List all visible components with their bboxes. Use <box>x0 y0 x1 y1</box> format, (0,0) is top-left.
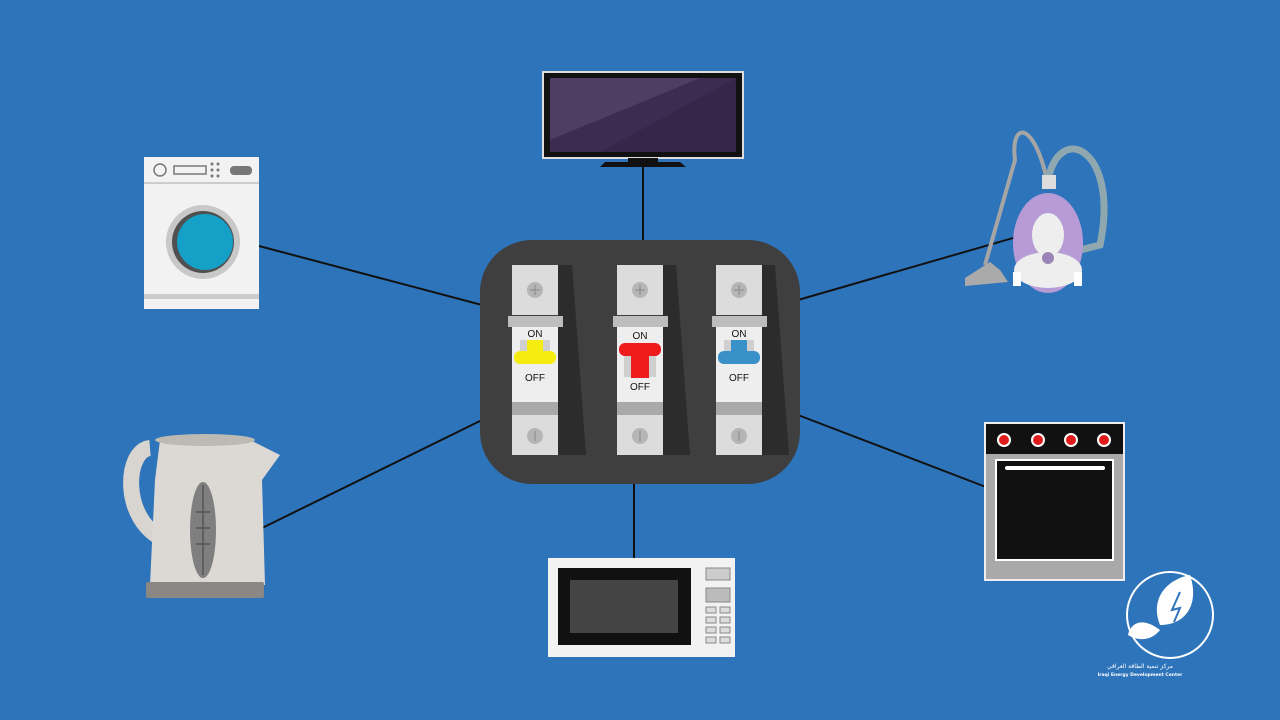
breaker-toggle-yellow[interactable] <box>514 340 556 364</box>
connection-wires <box>257 166 1021 560</box>
off-label: OFF <box>729 373 749 384</box>
off-label: OFF <box>630 382 650 393</box>
wire-oven <box>797 414 987 488</box>
wire-washing-machine <box>258 245 483 306</box>
logo-english-name: Iraqi Energy Development Center <box>1098 672 1184 678</box>
logo-arabic-name: مركز تنمية الطاقة العراقي <box>1107 663 1173 670</box>
on-label: ON <box>633 331 648 342</box>
oven-icon <box>984 422 1125 581</box>
vacuum-cleaner-icon <box>965 130 1108 293</box>
breaker-3[interactable]: ON OFF <box>712 265 767 455</box>
iedc-logo: مركز تنمية الطاقة العراقي Iraqi Energy D… <box>1098 571 1214 678</box>
breaker-2[interactable]: ON OFF <box>613 265 668 455</box>
on-label: ON <box>528 329 543 340</box>
breaker-1[interactable]: ON OFF <box>508 265 563 455</box>
washing-machine-icon <box>144 157 259 309</box>
breaker-toggle-blue[interactable] <box>718 340 760 364</box>
kettle-icon <box>123 434 280 598</box>
wire-kettle <box>257 419 483 531</box>
breaker-toggle-red[interactable] <box>619 343 661 378</box>
microwave-icon <box>548 558 735 657</box>
television-icon <box>542 71 744 167</box>
off-label: OFF <box>525 373 545 384</box>
on-label: ON <box>732 329 747 340</box>
wire-vacuum <box>797 235 1021 301</box>
